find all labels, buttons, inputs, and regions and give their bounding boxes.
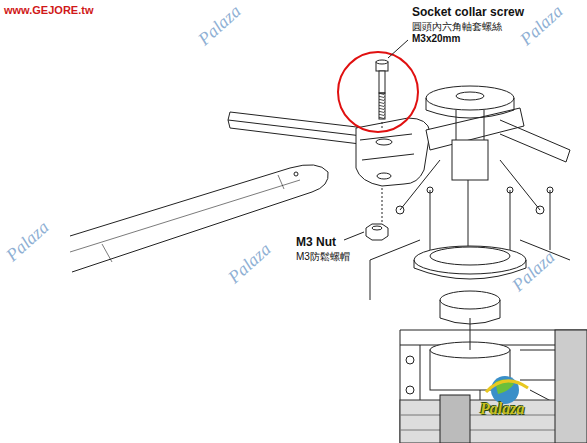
logo-text: Palaza	[480, 400, 524, 418]
m3-nut	[366, 188, 388, 240]
watermark: Palaza	[3, 218, 53, 266]
watermark: Palaza	[517, 2, 567, 50]
watermark: Palaza	[509, 248, 559, 296]
socket-collar-screw	[376, 60, 388, 128]
palaza-logo-globe	[486, 376, 528, 404]
watermark: Palaza	[225, 240, 275, 288]
part-name-chinese: 圓頭內六角軸套螺絲	[412, 21, 502, 32]
leader-line	[388, 40, 408, 58]
leader-line	[344, 232, 364, 240]
part-name: M3 Nut	[296, 236, 336, 249]
rotor-head	[396, 86, 570, 250]
website-url: www.GEJORE.tw	[4, 4, 93, 16]
watermark: Palaza	[195, 2, 245, 50]
helicopter-frame	[400, 318, 587, 443]
part-name: Socket collar screw	[412, 6, 524, 19]
main-blade	[70, 165, 328, 272]
part-size: M3x20mm	[412, 33, 460, 44]
blade-grip-arm	[228, 112, 365, 144]
highlight-circle	[338, 52, 418, 132]
part-name-chinese: M3防鬆螺帽	[296, 251, 350, 262]
swashplate	[370, 240, 570, 324]
